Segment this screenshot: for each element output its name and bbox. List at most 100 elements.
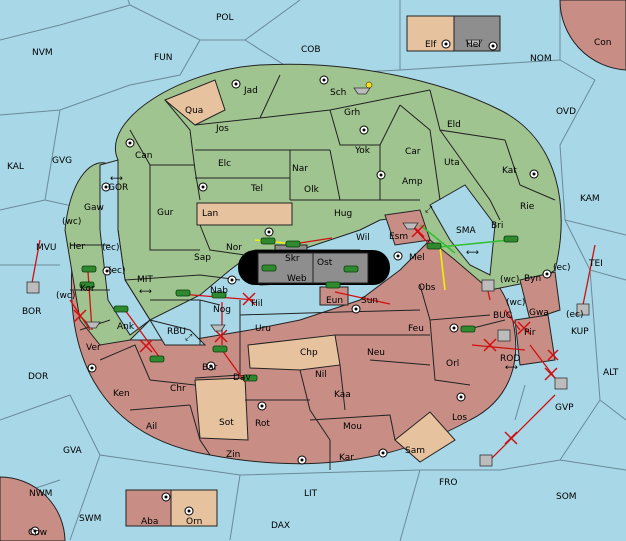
- label-tei: TEI: [588, 259, 603, 269]
- province-con[interactable]: [559, 0, 626, 71]
- label-lit: LIT: [304, 489, 318, 499]
- label-olk: Olk: [304, 185, 320, 195]
- label-feu: Feu: [408, 324, 424, 334]
- label-rod: ROD: [500, 354, 520, 364]
- province-ost[interactable]: [312, 252, 369, 284]
- label-swm: SWM: [79, 514, 101, 524]
- label-gwa: Gwa: [529, 308, 549, 318]
- label-nar: Nar: [292, 164, 308, 174]
- label-ec3: (ec): [108, 266, 126, 276]
- army-unit: [285, 240, 301, 248]
- canal-arrow-esm: ⤢: [424, 205, 432, 215]
- province-orn[interactable]: [170, 489, 218, 527]
- label-rbu: RBU: [167, 327, 186, 337]
- label-wc4: (wc): [506, 298, 525, 308]
- label-fro: FRO: [439, 478, 458, 488]
- fleet-unit: [497, 329, 511, 342]
- fleet-unit: [554, 377, 568, 390]
- label-gur: Gur: [157, 208, 174, 218]
- fleet-unit: [402, 222, 419, 230]
- army-unit: [175, 289, 191, 297]
- label-can: Can: [135, 151, 153, 161]
- label-jad: Jad: [243, 86, 258, 96]
- label-chr: Chr: [170, 384, 186, 394]
- label-alt: ALT: [603, 368, 619, 378]
- label-bor: BOR: [22, 307, 41, 317]
- label-mel: Mel: [409, 253, 425, 263]
- label-kam: KAM: [580, 194, 600, 204]
- label-mvu: MVU: [36, 243, 57, 253]
- label-nil: Nil: [315, 370, 327, 380]
- label-gvg: GVG: [52, 156, 72, 166]
- label-gor: GOR: [108, 183, 128, 193]
- label-dax: DAX: [271, 521, 290, 531]
- units[interactable]: [26, 39, 590, 467]
- label-kar: Kar: [339, 453, 354, 463]
- fleet-unit: [353, 87, 371, 95]
- star-marker: [365, 81, 373, 89]
- label-elc: Elc: [218, 159, 231, 169]
- label-uta: Uta: [444, 158, 460, 168]
- label-nor: Nor: [226, 243, 242, 253]
- fleet-unit: [481, 279, 495, 292]
- province-borders: [70, 74, 556, 470]
- army-unit: [211, 291, 227, 299]
- label-nvm: NVM: [32, 48, 53, 58]
- label-sun: Sun: [361, 296, 378, 306]
- province-cow[interactable]: [0, 476, 66, 541]
- label-byn: Byn: [524, 274, 541, 284]
- army-unit: [242, 374, 258, 382]
- label-ail: Ail: [146, 422, 157, 432]
- label-ovd: OVD: [556, 107, 576, 117]
- supply-centers: [30, 39, 552, 536]
- province-sot[interactable]: [194, 377, 249, 441]
- label-dav: Dav: [233, 373, 251, 383]
- label-gva: GVA: [63, 446, 83, 456]
- channel-rbu: [148, 319, 207, 346]
- label-ken: Ken: [113, 389, 130, 399]
- canal-arrow-rbu: ⤢: [184, 333, 192, 343]
- label-zin: Zin: [226, 450, 240, 460]
- label-bri: Bri: [491, 221, 503, 231]
- label-som: SOM: [556, 492, 577, 502]
- label-gvp: GVP: [555, 403, 574, 413]
- label-gaw: Gaw: [84, 203, 104, 213]
- label-ec4: (ec): [566, 310, 584, 320]
- label-kor: Kor: [80, 284, 95, 294]
- label-lan: Lan: [202, 209, 218, 219]
- label-ver: Ver: [86, 343, 101, 353]
- label-obs: Obs: [418, 283, 436, 293]
- label-kat: Kat: [502, 166, 517, 176]
- army-unit: [343, 265, 359, 273]
- province-pir[interactable]: [514, 314, 556, 366]
- label-dor: DOR: [28, 372, 48, 382]
- canal-arrow-gor: ⟷: [110, 174, 123, 184]
- label-sch: Sch: [330, 88, 346, 98]
- label-fun: FUN: [154, 53, 173, 63]
- province-qua[interactable]: [164, 79, 226, 126]
- label-wc1: (wc): [62, 217, 81, 227]
- province-labels: POL COB FUN NVM NOM Con Elf Hel Jad Sch …: [7, 13, 619, 538]
- canal-arrow-sma: ⟷: [466, 248, 479, 258]
- label-neu: Neu: [367, 348, 385, 358]
- label-qua: Qua: [185, 106, 203, 116]
- canal-arrow-mit: ⟷: [139, 287, 152, 297]
- label-ec2: (ec): [553, 263, 571, 273]
- province-sam[interactable]: [394, 411, 456, 463]
- province-lan[interactable]: [196, 202, 293, 226]
- label-esm: Esm: [389, 232, 408, 242]
- label-ost: Ost: [317, 258, 333, 268]
- label-sam: Sam: [405, 446, 425, 456]
- army-unit: [212, 345, 228, 353]
- label-grh: Grh: [344, 108, 360, 118]
- army-unit: [79, 281, 95, 289]
- province-chp[interactable]: [247, 334, 341, 371]
- army-unit: [503, 235, 519, 243]
- army-unit: [113, 305, 129, 313]
- label-her: Her: [69, 242, 85, 252]
- channel-east: [429, 184, 496, 276]
- label-kal: KAL: [7, 162, 24, 172]
- label-pir: Pir: [524, 328, 536, 338]
